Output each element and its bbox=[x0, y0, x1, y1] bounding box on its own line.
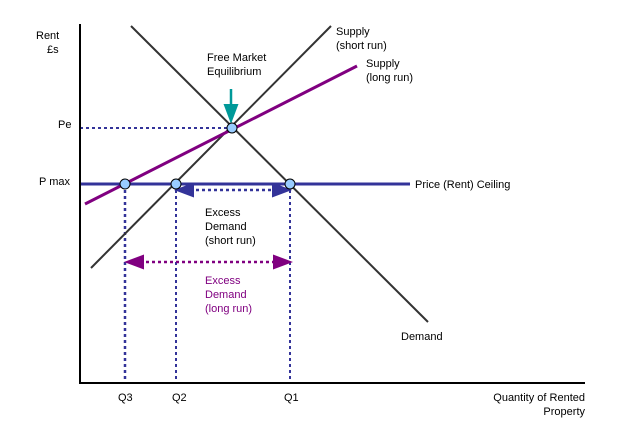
excess-sr-label-3: (short run) bbox=[205, 235, 256, 247]
equilibrium-label: Free Market bbox=[207, 52, 266, 64]
excess-sr-label: Excess bbox=[205, 207, 241, 219]
supply-long-run-label-2: (long run) bbox=[366, 72, 413, 84]
q1-point bbox=[284, 178, 296, 190]
y-axis-unit: £s bbox=[47, 44, 59, 56]
excess-lr-label: Excess bbox=[205, 275, 241, 287]
pe-label: Pe bbox=[58, 119, 71, 131]
q1-label: Q1 bbox=[284, 392, 299, 404]
supply-long-run-label: Supply bbox=[366, 58, 400, 70]
q3-point bbox=[119, 178, 131, 190]
q2-point bbox=[170, 178, 182, 190]
pmax-label: P max bbox=[39, 176, 70, 188]
q3-label: Q3 bbox=[118, 392, 133, 404]
equilibrium-label-2: Equilibrium bbox=[207, 66, 261, 78]
excess-lr-label-3: (long run) bbox=[205, 303, 252, 315]
x-axis-label: Quantity of Rented bbox=[493, 392, 585, 404]
excess-sr-label-2: Demand bbox=[205, 221, 247, 233]
supply-short-run-curve bbox=[90, 25, 332, 269]
q2-label: Q2 bbox=[172, 392, 187, 404]
equilibrium-point bbox=[226, 122, 238, 134]
x-axis-label-2: Property bbox=[543, 406, 585, 418]
demand-label: Demand bbox=[401, 331, 443, 343]
supply-short-run-label: Supply bbox=[336, 26, 370, 38]
excess-lr-label-2: Demand bbox=[205, 289, 247, 301]
y-axis-label: Rent bbox=[36, 30, 59, 42]
price-ceiling-label: Price (Rent) Ceiling bbox=[415, 179, 510, 191]
supply-short-run-label-2: (short run) bbox=[336, 40, 387, 52]
supply-long-run-curve bbox=[84, 64, 358, 206]
demand-curve bbox=[130, 25, 429, 323]
